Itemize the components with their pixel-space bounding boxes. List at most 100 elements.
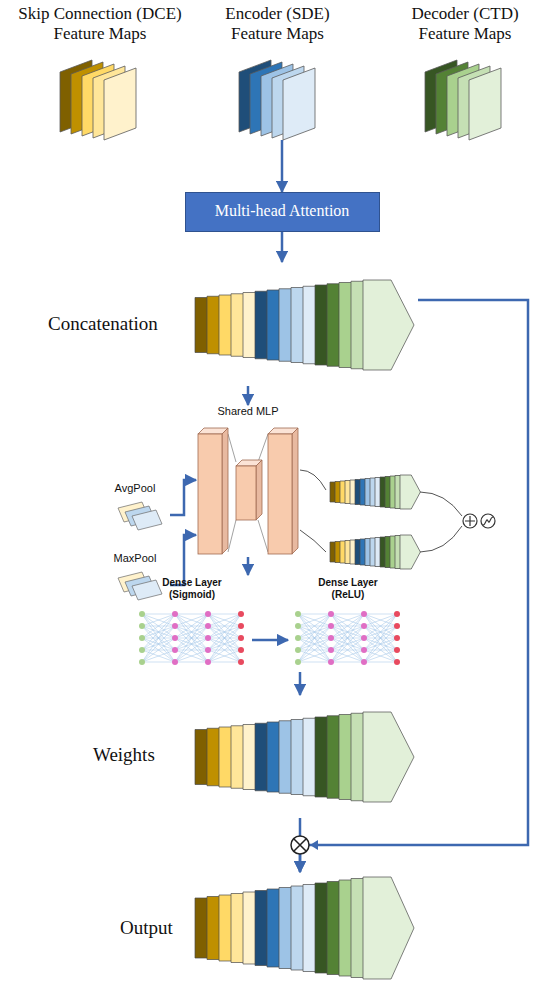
net-link [142,638,175,662]
curve-arrow [300,470,326,490]
net-neuron [394,611,400,617]
net-neuron [361,659,367,665]
net-link [298,614,331,662]
net-link [208,614,241,626]
net-link [331,638,364,662]
node-label: Multi-head Attention [186,202,378,220]
net-link [208,614,241,615]
net-link [331,614,364,662]
net-neuron [205,635,211,641]
pool-sheet [132,510,162,530]
net-link [175,614,208,615]
multiply-symbol [294,839,306,851]
net-neuron [295,635,301,641]
flow-arrow [170,480,196,515]
net-link [331,614,364,650]
net-link [364,662,397,663]
dce-feature-stack [60,60,136,140]
merge-line [420,492,462,516]
net-link [364,614,397,626]
flow-arrow [252,639,288,642]
net-neuron [361,647,367,653]
net-link [142,614,175,662]
net-link [298,614,331,638]
flow-arrow [247,557,250,575]
feature-sheet [363,712,414,802]
feature-sheet [104,68,136,140]
dense-layer: Dense Layer (Sigmoid) [132,575,252,672]
pool-input: AvgPool [100,482,170,545]
net-link [142,626,175,662]
mlp-output-stack [330,475,420,509]
net-link [364,614,397,662]
net-link [175,614,208,626]
net-neuron [394,647,400,653]
net-link [175,614,208,638]
flow-arrow [299,672,302,695]
net-link [298,638,331,662]
node-label: AvgPool [100,482,170,494]
net-neuron [328,647,334,653]
net-link [364,614,397,638]
net-link [364,614,397,626]
mlp-output-stack [330,535,420,569]
net-neuron [172,635,178,641]
net-neuron [139,647,145,653]
net-neuron [238,611,244,617]
net-link [142,662,175,663]
maxpool-stack [118,572,162,600]
net-link [298,614,331,650]
node-label: Encoder (SDE) Feature Maps [205,4,350,43]
net-link [364,614,397,615]
feature-sheet [283,68,315,140]
net-link [142,650,175,662]
net-link [142,638,175,662]
merge-line [420,526,462,552]
net-link [331,626,364,662]
net-link [364,650,397,662]
net-link [331,638,364,662]
net-link [142,614,175,662]
weights-stack [195,712,414,802]
flow-arrow [281,232,284,262]
net-neuron [328,611,334,617]
mlp-hidden-layer [236,460,262,520]
net-neuron [205,611,211,617]
net-link [298,614,331,650]
prism-front [268,434,292,554]
net-link [331,626,364,662]
prism-side [292,428,298,554]
net-neuron [394,659,400,665]
pool-sheet [132,580,162,600]
feature-sheet [400,475,420,509]
net-neuron [295,659,301,665]
ctd-feature-stack [425,60,501,140]
weights-stack: Weights [90,695,415,818]
net-link [208,638,241,662]
net-link [331,614,364,615]
net-link [208,614,241,650]
net-neuron [238,623,244,629]
net-neuron [139,611,145,617]
net-link [175,638,208,662]
net-neuron [139,623,145,629]
net-link [175,626,208,662]
net-neuron [328,659,334,665]
pool-input: MaxPool [100,552,170,612]
net-link [364,614,397,662]
net-link [331,614,364,638]
net-link [364,614,397,650]
net-link [175,638,208,662]
feature-map-group: Encoder (SDE) Feature Maps [205,4,350,140]
feature-sheet [363,877,414,979]
mlp-link [258,434,268,462]
net-neuron [394,635,400,641]
net-link [175,614,208,650]
net-link [142,614,175,638]
net-link [331,614,364,662]
net-link [175,614,208,650]
feature-sheet [363,280,414,370]
feature-map-group: Skip Connection (DCE) Feature Maps [4,4,196,140]
net-neuron [394,623,400,629]
